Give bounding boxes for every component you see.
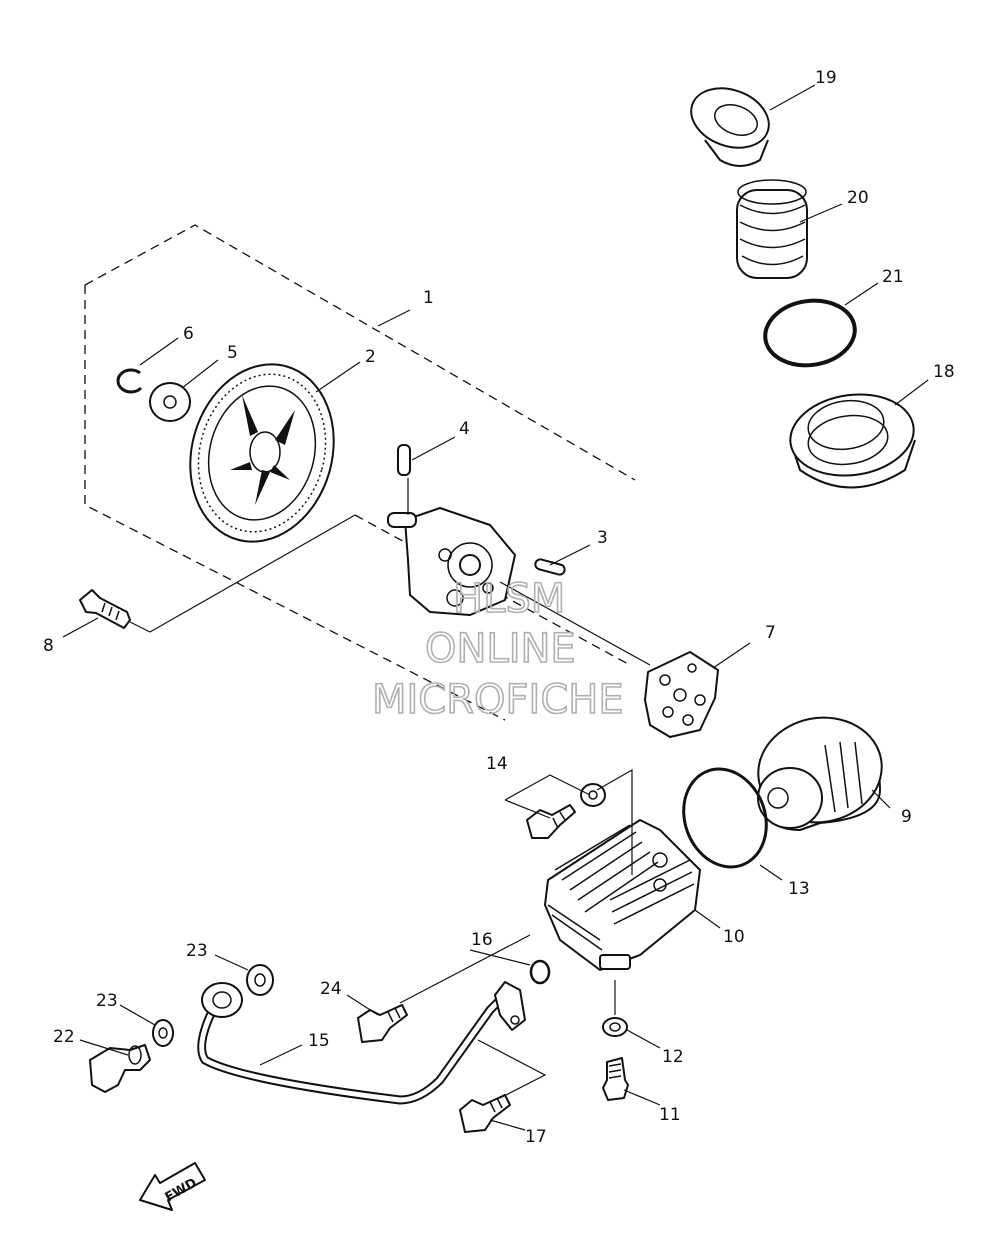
- part-23-washer-upper: [246, 964, 274, 996]
- part-6-circlip: [116, 368, 143, 394]
- callout-14: 14: [486, 754, 508, 774]
- callout-11: 11: [659, 1105, 681, 1125]
- callout-24: 24: [320, 979, 342, 999]
- part-24-bolt: [357, 1004, 408, 1043]
- part-23-washer-lower: [152, 1019, 174, 1047]
- watermark: HLSM ONLINE MICROFICHE: [371, 575, 624, 724]
- callout-18: 18: [933, 362, 955, 382]
- callout-8: 8: [43, 636, 54, 656]
- part-3-pin: [534, 558, 566, 576]
- callouts: 1 2 3 4 5 6 7 8 9 10 11 12 13 14 15 16 1…: [43, 68, 955, 1147]
- part-9-oil-filter: [757, 716, 883, 831]
- leader-lines: [62, 84, 929, 1131]
- callout-7: 7: [765, 623, 776, 643]
- part-10-oil-cooler: [544, 819, 701, 971]
- callout-16: 16: [471, 930, 493, 950]
- part-17-bolt: [459, 1094, 511, 1133]
- callout-23-upper: 23: [186, 941, 208, 961]
- callout-22: 22: [53, 1027, 75, 1047]
- callout-4: 4: [459, 419, 470, 439]
- part-11-bolt: [602, 1057, 629, 1101]
- part-18-plug: [789, 393, 916, 489]
- fwd-arrow-icon: FWD: [139, 1162, 206, 1211]
- callout-20: 20: [847, 188, 869, 208]
- callout-21: 21: [882, 267, 904, 287]
- watermark-line-3: MICROFICHE: [372, 677, 624, 723]
- part-1-oil-pump: [387, 507, 516, 616]
- callout-5: 5: [227, 343, 238, 363]
- callout-23-lower: 23: [96, 991, 118, 1011]
- part-7-gasket: [644, 651, 719, 738]
- part-5-washer: [149, 382, 191, 422]
- part-20-spring: [736, 179, 808, 279]
- part-15-oil-pipe: [197, 981, 526, 1105]
- callout-19: 19: [815, 68, 837, 88]
- part-4-pin: [397, 444, 411, 476]
- part-2-gear: [189, 363, 335, 543]
- callout-15: 15: [308, 1031, 330, 1051]
- callout-3: 3: [597, 528, 608, 548]
- callout-12: 12: [662, 1047, 684, 1067]
- watermark-line-1: HLSM: [453, 576, 565, 622]
- part-22-union-bolt: [89, 1044, 151, 1093]
- part-14-bolt: [526, 804, 576, 839]
- part-13-o-ring: [682, 767, 768, 869]
- part-21-o-ring: [763, 298, 857, 368]
- bracket-lines: [129, 478, 651, 1099]
- part-8-bolt: [79, 589, 131, 629]
- part-16-o-ring: [529, 959, 551, 985]
- callout-9: 9: [901, 807, 912, 827]
- callout-2: 2: [365, 347, 376, 367]
- callout-13: 13: [788, 879, 810, 899]
- callout-1: 1: [423, 288, 434, 308]
- callout-6: 6: [183, 324, 194, 344]
- callout-10: 10: [723, 927, 745, 947]
- part-12-washer: [602, 1017, 628, 1037]
- part-19-cap: [690, 87, 770, 167]
- watermark-line-2: ONLINE: [425, 626, 576, 672]
- callout-17: 17: [525, 1127, 547, 1147]
